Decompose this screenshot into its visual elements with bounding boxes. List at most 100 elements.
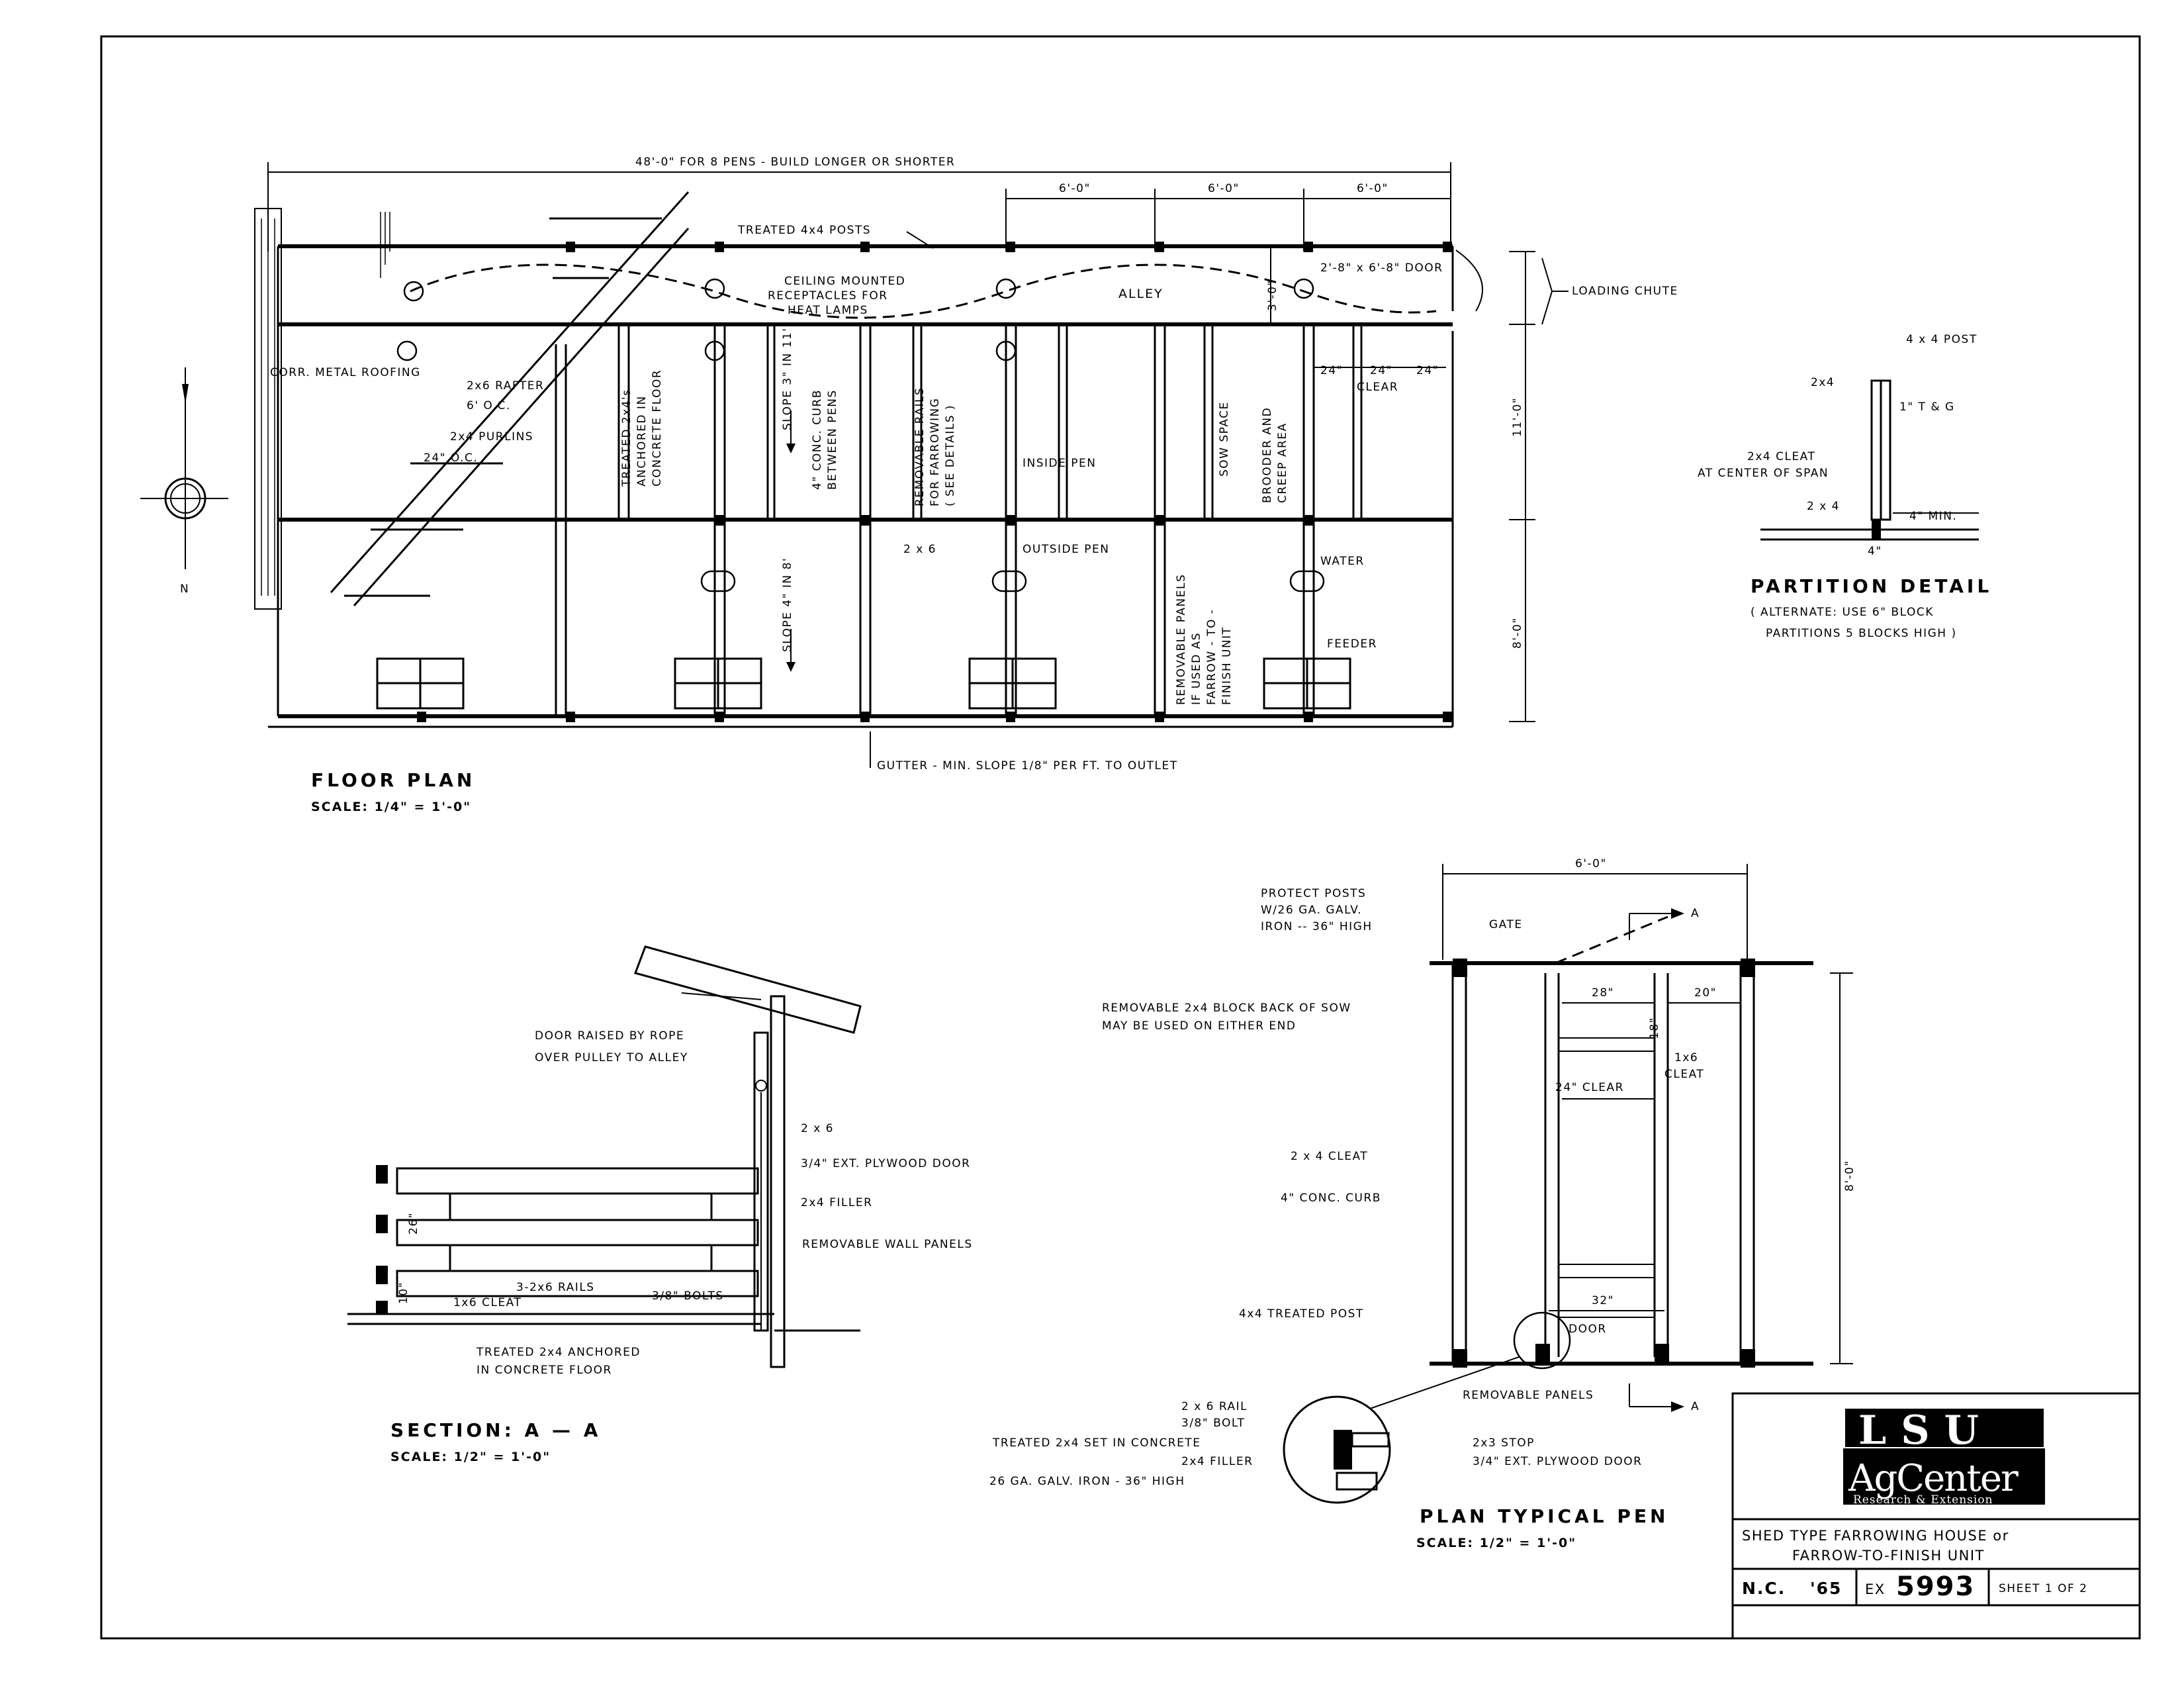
floor-plan-scale: SCALE: 1/4" = 1'-0" xyxy=(311,800,471,814)
receptacles-3: HEAT LAMPS xyxy=(788,304,868,317)
roofing-label: CORR. METAL ROOFING xyxy=(270,366,421,379)
dim-clear-c: 24" xyxy=(1416,364,1439,377)
dim-alley: 3'-0" xyxy=(1266,279,1279,311)
partition-detail: 4 x 4 POST 2x4 1" T & G 2x4 CLEAT AT CEN… xyxy=(1698,333,1989,640)
anchored-3: CONCRETE FLOOR xyxy=(651,369,664,487)
dim-pen-2: 6'-0" xyxy=(1208,182,1240,195)
dim-clear-b: 24" xyxy=(1370,364,1392,377)
pen-gate: GATE xyxy=(1489,918,1523,931)
panels-1: REMOVABLE PANELS xyxy=(1175,574,1188,705)
rafter-2: 6' O.C. xyxy=(467,399,511,412)
pen-plywood: 3/4" EXT. PLYWOOD DOOR xyxy=(1473,1455,1642,1468)
pd-cleat-2: AT CENTER OF SPAN xyxy=(1698,467,1829,480)
panels-3: FARROW - TO - xyxy=(1205,609,1218,705)
sec-2x6: 2 x 6 xyxy=(801,1122,834,1135)
tb-year: '65 xyxy=(1810,1579,1842,1598)
pen-treated-2x4: TREATED 2x4 SET IN CONCRETE xyxy=(992,1436,1201,1450)
rails-3: ( SEE DETAILS ) xyxy=(944,404,957,506)
floor-plan-title: FLOOR PLAN xyxy=(311,769,475,791)
tb-ex-prefix: EX xyxy=(1865,1581,1886,1597)
pd-tg: 1" T & G xyxy=(1899,400,1955,414)
gutter-label: GUTTER - MIN. SLOPE 1/8" PER FT. TO OUTL… xyxy=(877,759,1178,773)
rails-2: FOR FARROWING xyxy=(929,398,942,506)
sec-door-1: DOOR RAISED BY ROPE xyxy=(535,1029,684,1043)
rails-1: REMOVABLE RAILS xyxy=(913,387,927,506)
pen-section-a-top: A xyxy=(1691,907,1700,920)
north-label: N xyxy=(180,583,189,596)
water-label: WATER xyxy=(1320,555,1365,568)
receptacles-1: CEILING MOUNTED xyxy=(784,275,905,288)
sec-anchored-1: TREATED 2x4 ANCHORED xyxy=(476,1346,641,1359)
pen-protect-1: PROTECT POSTS xyxy=(1261,887,1366,900)
title-block: LSU AgCenter Research & Extension SHED T… xyxy=(1731,1392,2141,1640)
purlins-2: 24" O.C. xyxy=(424,451,478,465)
sheet-border xyxy=(100,35,2141,1640)
dim-pen-1: 6'-0" xyxy=(1059,182,1091,195)
tb-ex-number: 5993 xyxy=(1896,1571,1975,1602)
pen-dim-20: 20" xyxy=(1694,986,1717,1000)
sec-door-2: OVER PULLEY TO ALLEY xyxy=(535,1051,688,1064)
panels-4: FINISH UNIT xyxy=(1220,626,1234,705)
sec-dim-26: 26" xyxy=(407,1212,420,1235)
dim-overall: 48'-0" FOR 8 PENS - BUILD LONGER OR SHOR… xyxy=(635,156,955,169)
pen-bolt: 3/8" BOLT xyxy=(1181,1417,1245,1430)
loading-chute: LOADING CHUTE xyxy=(1572,285,1678,298)
pd-note-1: ( ALTERNATE: USE 6" BLOCK xyxy=(1751,606,1934,619)
anchored-2: ANCHORED IN xyxy=(635,395,649,487)
section-a-a: DOOR RAISED BY ROPE OVER PULLEY TO ALLEY… xyxy=(347,945,973,1464)
logo-sub: AgCenter xyxy=(1848,1457,2019,1500)
pd-cleat-1: 2x4 CLEAT xyxy=(1747,450,1815,463)
dim-clear-a: 24" xyxy=(1320,364,1343,377)
sec-plywood: 3/4" EXT. PLYWOOD DOOR xyxy=(801,1157,970,1170)
pen-rail: 2 x 6 RAIL xyxy=(1181,1400,1248,1413)
inside-pen: INSIDE PEN xyxy=(1023,457,1096,470)
tb-sheet: SHEET 1 OF 2 xyxy=(1999,1582,2087,1595)
purlins-1: 2x4 PURLINS xyxy=(450,430,533,444)
pen-cleat-2x4: 2 x 4 CLEAT xyxy=(1291,1150,1368,1163)
pd-2x4-b: 2 x 4 xyxy=(1807,500,1840,513)
receptacles-2: RECEPTACLES FOR xyxy=(768,289,888,303)
sec-panels: REMOVABLE WALL PANELS xyxy=(802,1238,973,1251)
pen-dim-32: 32" xyxy=(1592,1294,1614,1307)
tb-initials: N.C. xyxy=(1742,1579,1786,1598)
pen-filler: 2x4 FILLER xyxy=(1181,1455,1253,1468)
pen-removable-panels: REMOVABLE PANELS xyxy=(1463,1389,1594,1402)
pd-2x4: 2x4 xyxy=(1811,376,1835,389)
pen-dim-24-clear: 24" CLEAR xyxy=(1555,1081,1624,1094)
door-label: 2'-8" x 6'-8" DOOR xyxy=(1320,261,1443,275)
pd-post: 4 x 4 POST xyxy=(1906,333,1978,346)
tb-project-2: FARROW-TO-FINISH UNIT xyxy=(1792,1548,1985,1564)
north-arrow-icon: N xyxy=(140,367,228,596)
pen-cleat-1x6-a: 1x6 xyxy=(1674,1051,1698,1064)
sec-scale: SCALE: 1/2" = 1'-0" xyxy=(390,1450,551,1464)
curb-2: BETWEEN PENS xyxy=(826,389,839,490)
pen-dim-28: 28" xyxy=(1592,986,1614,1000)
pen-block-2: MAY BE USED ON EITHER END xyxy=(1102,1019,1296,1033)
plan-typical-pen: 6'-0" A A 8'-0" 28" 20" xyxy=(989,857,1856,1550)
pen-title: PLAN TYPICAL PEN xyxy=(1420,1505,1668,1527)
slope-inside: SLOPE 3" IN 11' xyxy=(781,328,794,430)
sec-dim-10: 10" xyxy=(397,1282,410,1304)
sec-rails: 3-2x6 RAILS xyxy=(516,1281,595,1294)
dim-inside: 11'-0" xyxy=(1511,397,1524,437)
pen-stop: 2x3 STOP xyxy=(1473,1436,1535,1450)
pd-note-2: PARTITIONS 5 BLOCKS HIGH ) xyxy=(1766,627,1957,640)
dim-outside: 8'-0" xyxy=(1511,617,1524,649)
pen-door: DOOR xyxy=(1569,1323,1607,1336)
lsu-agcenter-logo: LSU AgCenter Research & Extension xyxy=(1843,1407,2045,1507)
pen-post: 4x4 TREATED POST xyxy=(1239,1307,1364,1321)
sec-bolts: 3/8" BOLTS xyxy=(652,1289,724,1303)
brooder-2: CREEP AREA xyxy=(1276,422,1289,503)
alley-label: ALLEY xyxy=(1118,287,1163,301)
pd-min: 4" MIN. xyxy=(1909,510,1957,523)
curb-1: 4" CONC. CURB xyxy=(811,389,824,490)
pen-dim-18: 18" xyxy=(1648,1017,1661,1039)
sec-filler: 2x4 FILLER xyxy=(801,1196,872,1209)
pen-protect-3: IRON -- 36" HIGH xyxy=(1261,920,1373,933)
pd-four: 4" xyxy=(1868,545,1882,558)
pen-curb: 4" CONC. CURB xyxy=(1281,1192,1381,1205)
treated-posts: TREATED 4x4 POSTS xyxy=(737,224,871,237)
outside-pen: OUTSIDE PEN xyxy=(1023,543,1109,556)
logo-main: LSU xyxy=(1858,1407,1993,1454)
